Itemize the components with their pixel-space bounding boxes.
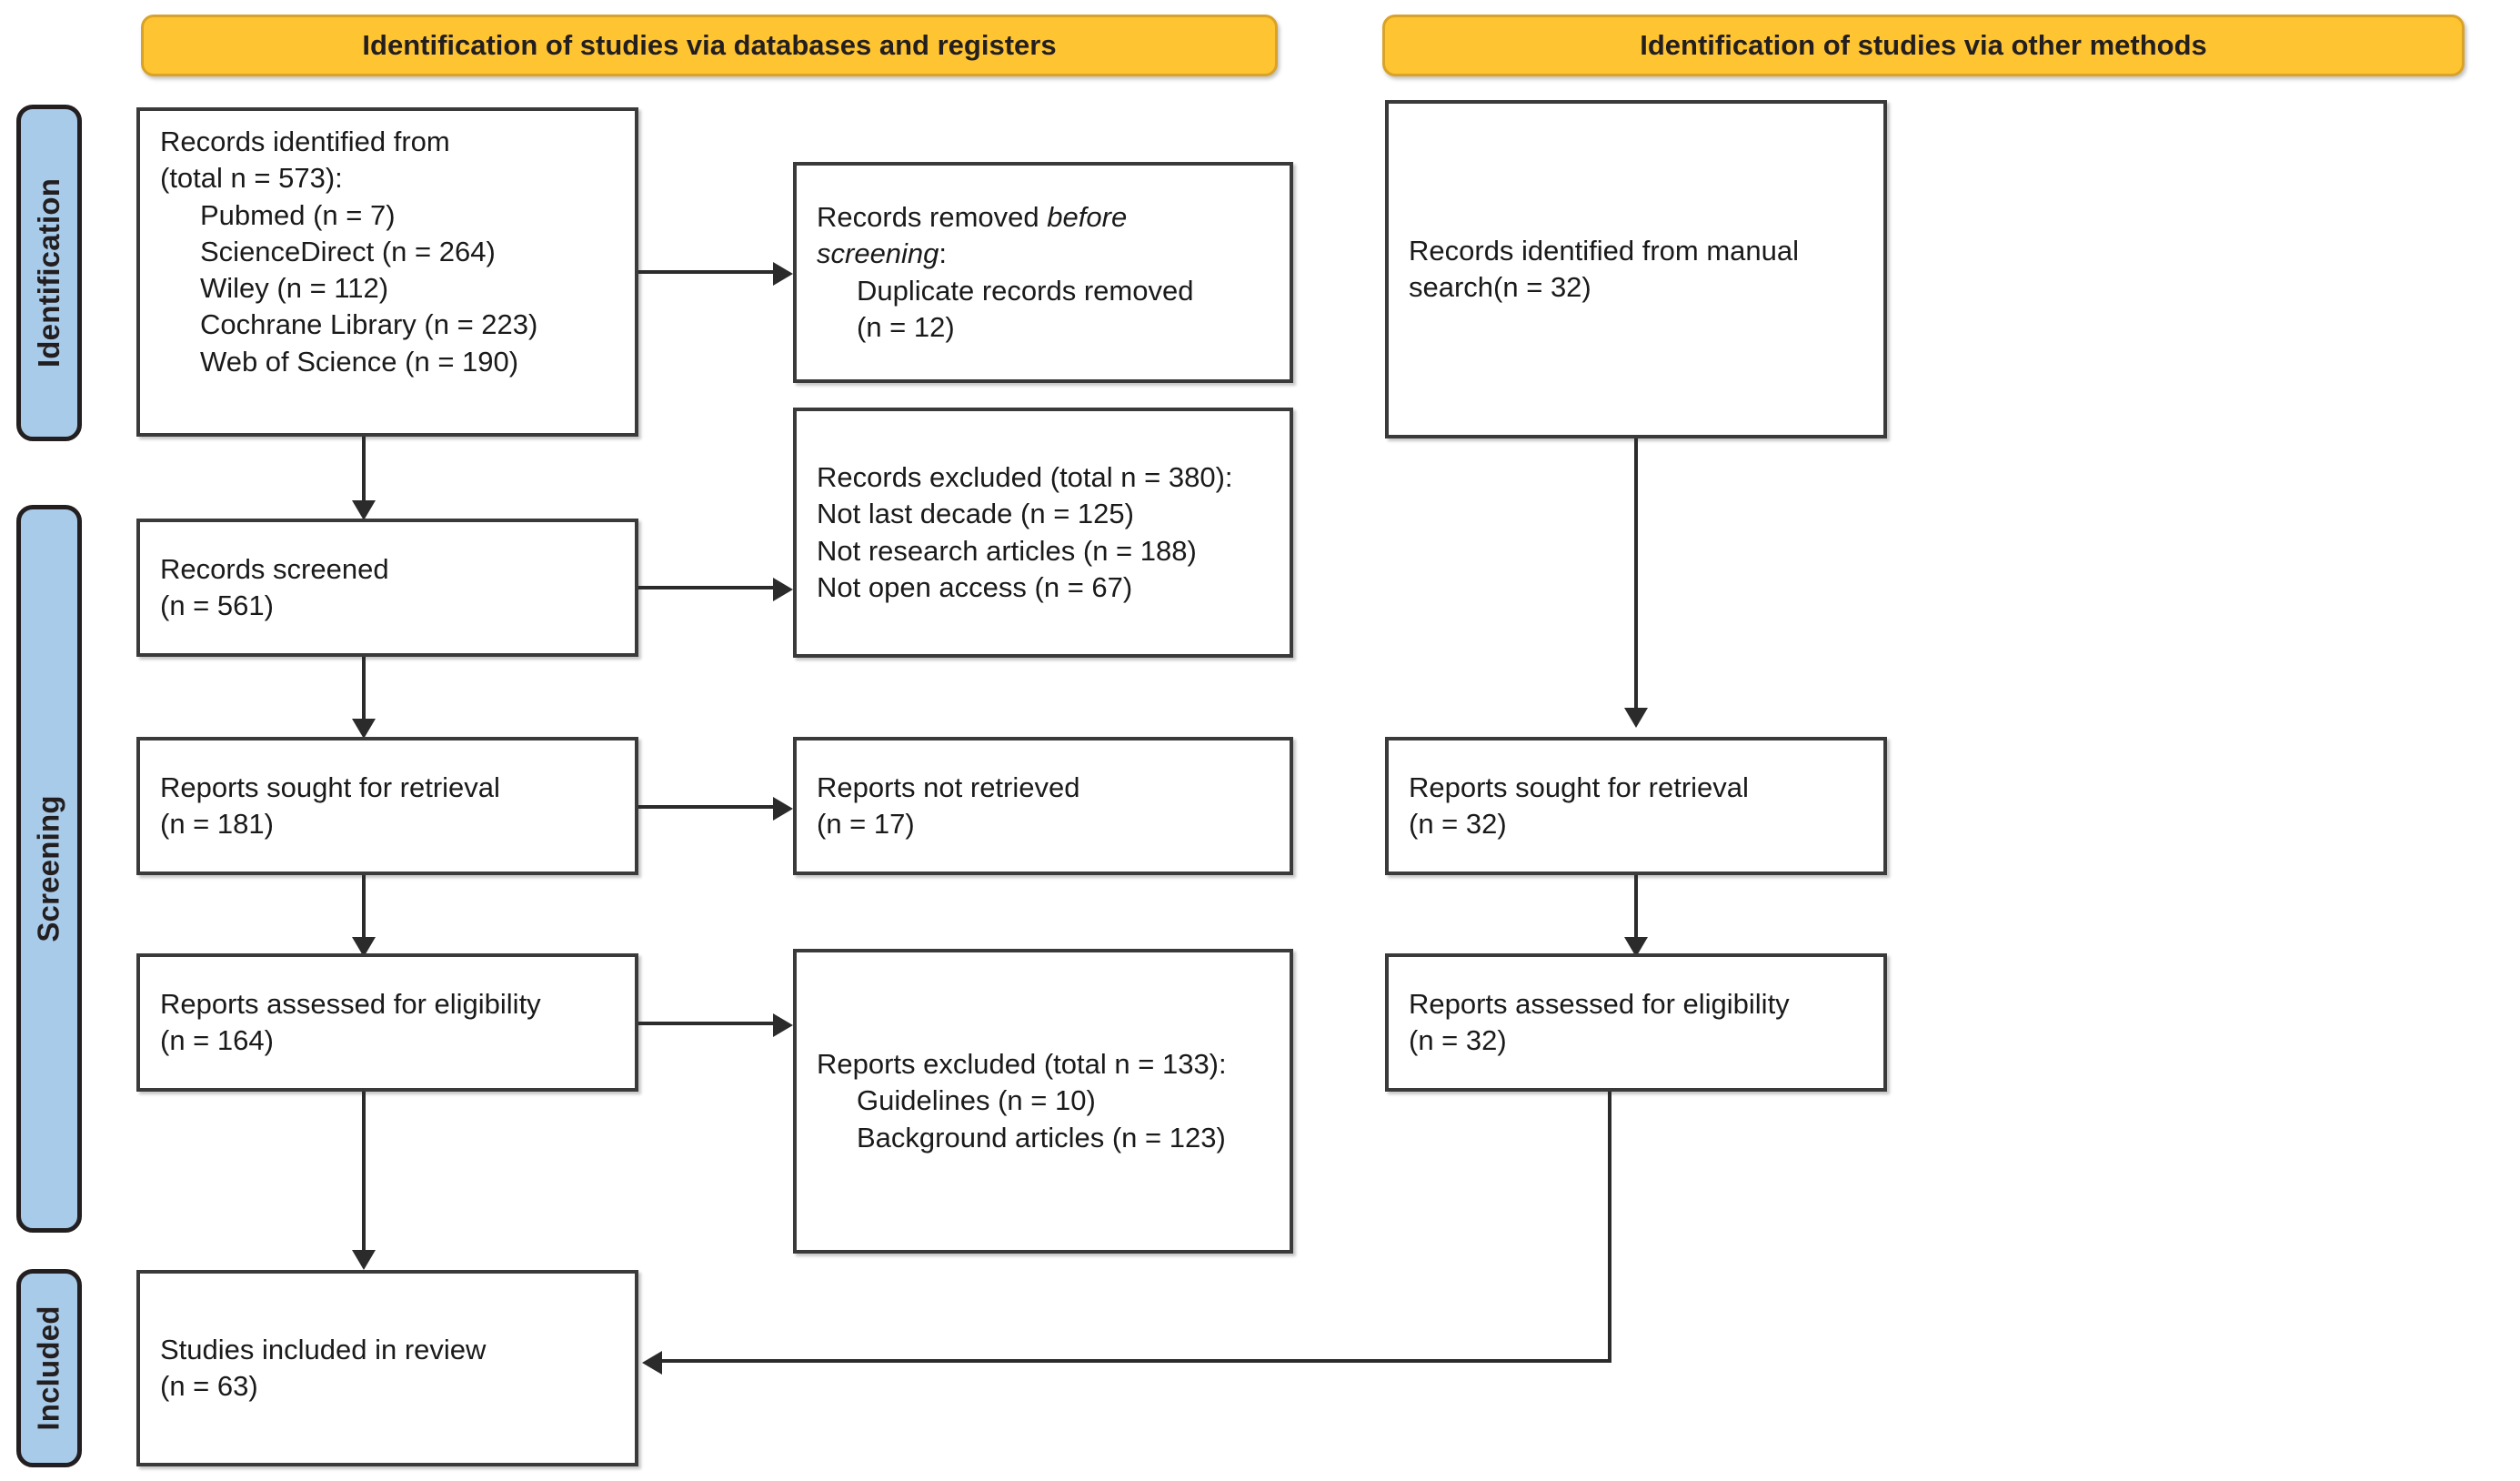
connector-identified-to-removed <box>638 270 773 274</box>
records-excluded-reason-2: Not open access (n = 67) <box>817 570 1133 603</box>
connector-sought-other-down <box>1634 875 1638 941</box>
records-identified-manual-text: Records identified from manual search(n … <box>1409 234 1800 303</box>
phase-bar-screening-label: Screening <box>32 795 66 942</box>
records-identified-line2: (total n = 573): <box>160 162 343 195</box>
box-studies-included: Studies included in review (n = 63) <box>136 1270 638 1466</box>
arrowhead-sought-to-not-retrieved <box>773 797 793 821</box>
connector-assessed-other-down <box>1608 1092 1611 1363</box>
records-excluded-text: Records excluded (total n = 380): Not las… <box>817 459 1270 606</box>
records-identified-source-0: Pubmed (n = 7) <box>200 198 396 231</box>
arrowhead-other-into-included <box>642 1351 662 1375</box>
arrowhead-screened-down <box>352 719 376 739</box>
connector-sought-to-not-retrieved <box>638 805 773 809</box>
records-removed-line2-em: screening <box>817 237 939 270</box>
box-reports-excluded: Reports excluded (total n = 133):Guideli… <box>793 949 1293 1254</box>
records-screened-text: Records screened (n = 561) <box>160 552 389 621</box>
records-identified-line1: Records identified from <box>160 126 450 157</box>
records-removed-line2-post: : <box>939 237 948 270</box>
records-identified-source-4: Web of Science (n = 190) <box>200 345 519 378</box>
records-removed-line1-pre: Records removed <box>817 200 1048 233</box>
records-identified-source-2: Wiley (n = 112) <box>200 272 389 305</box>
box-reports-sought-other: Reports sought for retrieval (n = 32) <box>1385 737 1887 875</box>
reports-excluded-header: Reports excluded (total n = 133): <box>817 1048 1227 1081</box>
box-reports-assessed-other: Reports assessed for eligibility (n = 32… <box>1385 953 1887 1092</box>
arrowhead-manual-down <box>1624 708 1648 728</box>
records-removed-detail: Duplicate records removed <box>857 274 1194 307</box>
connector-assessed-other-left <box>662 1359 1611 1363</box>
reports-assessed-other-text: Reports assessed for eligibility (n = 32… <box>1409 987 1790 1056</box>
connector-assessed-to-excluded <box>638 1022 773 1025</box>
box-records-excluded: Records excluded (total n = 380): Not las… <box>793 408 1293 658</box>
phase-bar-identification-label: Identification <box>32 177 66 368</box>
box-reports-not-retrieved: Reports not retrieved (n = 17) <box>793 737 1293 875</box>
connector-screened-to-excluded <box>638 586 773 589</box>
records-excluded-header: Records excluded (total n = 380): <box>817 460 1233 493</box>
arrowhead-sought-other-down <box>1624 937 1648 957</box>
records-removed-text: Records removed before screening: Duplicat… <box>817 199 1270 346</box>
column-header-other-methods-label: Identification of studies via other meth… <box>1640 29 2207 61</box>
column-header-databases: Identification of studies via databases … <box>141 15 1278 76</box>
box-records-removed: Records removed before screening: Duplicat… <box>793 162 1293 383</box>
arrowhead-assessed-to-excluded <box>773 1013 793 1037</box>
reports-not-retrieved-text: Reports not retrieved (n = 17) <box>817 771 1080 840</box>
phase-bar-identification: Identification <box>16 105 82 441</box>
records-excluded-reason-1: Not research articles (n = 188) <box>817 534 1197 567</box>
box-reports-assessed-db: Reports assessed for eligibility (n = 16… <box>136 953 638 1092</box>
column-header-other-methods: Identification of studies via other meth… <box>1382 15 2465 76</box>
column-header-databases-label: Identification of studies via databases … <box>362 29 1057 61</box>
reports-excluded-reason-0: Guidelines (n = 10) <box>857 1084 1096 1117</box>
reports-sought-db-text: Reports sought for retrieval (n = 181) <box>160 771 500 840</box>
phase-bar-included-label: Included <box>32 1305 65 1431</box>
studies-included-text: Studies included in review (n = 63) <box>160 1333 487 1402</box>
box-records-screened: Records screened (n = 561) <box>136 519 638 657</box>
records-identified-source-3: Cochrane Library (n = 223) <box>200 308 538 341</box>
records-excluded-reason-0: Not last decade (n = 125) <box>817 498 1134 530</box>
connector-identified-down <box>362 437 366 505</box>
connector-manual-down <box>1634 438 1638 711</box>
records-removed-line1-em: before <box>1047 200 1128 233</box>
reports-excluded-reason-1: Background articles (n = 123) <box>857 1121 1226 1154</box>
arrowhead-assessed-db-down <box>352 1250 376 1270</box>
box-records-identified-manual: Records identified from manual search(n … <box>1385 100 1887 438</box>
reports-excluded-text: Reports excluded (total n = 133):Guideli… <box>817 1046 1270 1156</box>
arrowhead-screened-to-excluded <box>773 578 793 601</box>
connector-sought-db-down <box>362 875 366 941</box>
arrowhead-identified-down <box>352 500 376 520</box>
box-reports-sought-db: Reports sought for retrieval (n = 181) <box>136 737 638 875</box>
connector-screened-down <box>362 657 366 722</box>
reports-sought-other-text: Reports sought for retrieval (n = 32) <box>1409 771 1749 840</box>
phase-bar-screening: Screening <box>16 505 82 1233</box>
arrowhead-identified-to-removed <box>773 262 793 286</box>
box-records-identified: Records identified from (total n = 573):P… <box>136 107 638 437</box>
arrowhead-sought-db-down <box>352 937 376 957</box>
reports-assessed-db-text: Reports assessed for eligibility (n = 16… <box>160 987 541 1056</box>
connector-assessed-db-down <box>362 1092 366 1254</box>
records-removed-detail-n: (n = 12) <box>857 310 955 343</box>
records-identified-source-1: ScienceDirect (n = 264) <box>200 235 496 267</box>
records-identified-text: Records identified from (total n = 573):P… <box>160 124 615 380</box>
phase-bar-included: Included <box>16 1269 82 1467</box>
